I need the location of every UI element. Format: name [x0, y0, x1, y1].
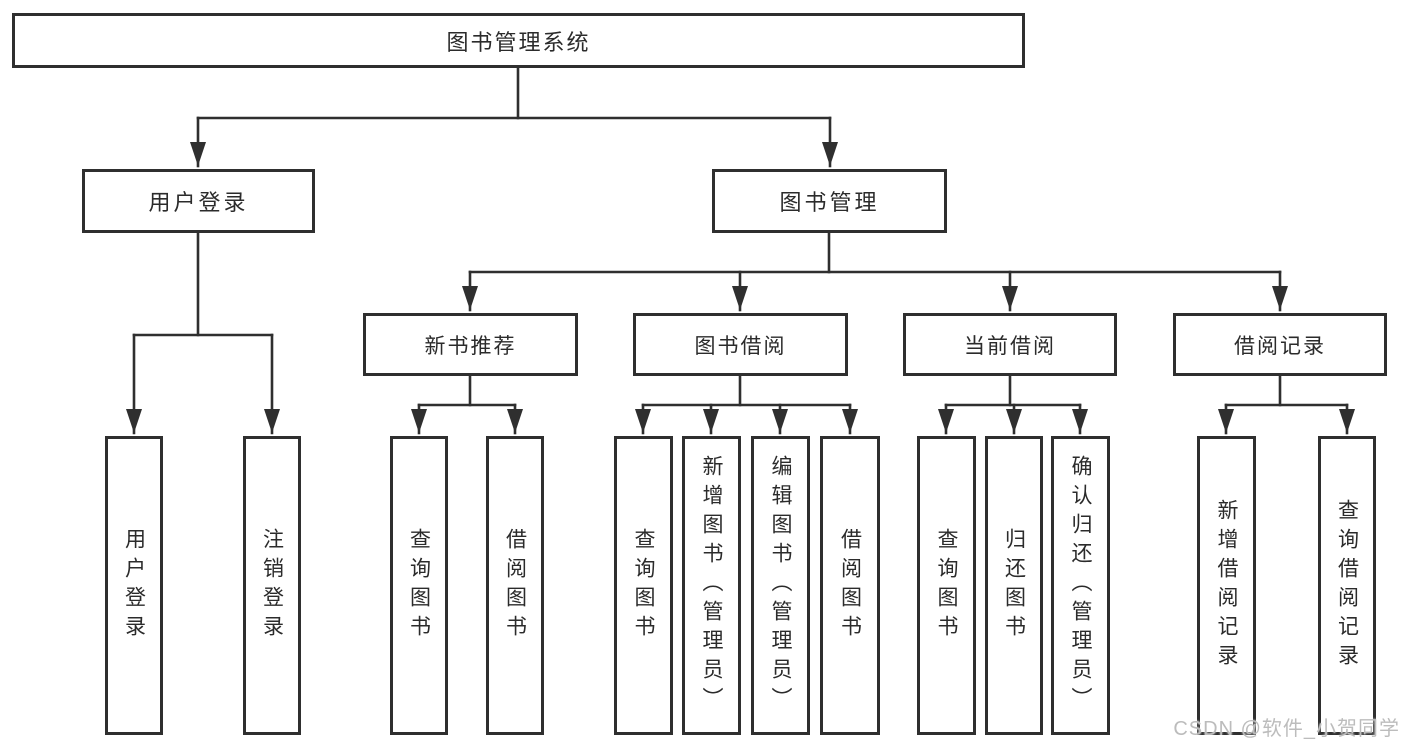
- leaf-borrow-books: 借阅图书: [820, 436, 880, 735]
- leaf-edit-book-admin: 编辑图书（管理员）: [751, 436, 810, 735]
- leaf-add-book-admin: 新增图书（管理员）: [682, 436, 741, 735]
- watermark: CSDN @软件_小贺同学: [1173, 718, 1400, 740]
- leaf-confirm-return-admin: 确认归还（管理员）: [1051, 436, 1110, 735]
- leaf-query-books-recommend: 查询图书: [390, 436, 448, 735]
- node-borrow-records: 借阅记录: [1173, 313, 1387, 376]
- node-root: 图书管理系统: [12, 13, 1025, 68]
- leaf-query-books-current: 查询图书: [917, 436, 976, 735]
- node-current-borrow: 当前借阅: [903, 313, 1117, 376]
- leaf-borrow-books-recommend: 借阅图书: [486, 436, 544, 735]
- node-new-book-recommend: 新书推荐: [363, 313, 578, 376]
- leaf-return-book: 归还图书: [985, 436, 1043, 735]
- leaf-logout: 注销登录: [243, 436, 301, 735]
- node-book-borrow: 图书借阅: [633, 313, 848, 376]
- leaf-add-borrow-record: 新增借阅记录: [1197, 436, 1256, 735]
- node-book-management: 图书管理: [712, 169, 947, 233]
- leaf-user-login: 用户登录: [105, 436, 163, 735]
- leaf-query-borrow-record: 查询借阅记录: [1318, 436, 1376, 735]
- node-user-login: 用户登录: [82, 169, 315, 233]
- leaf-query-books-borrow: 查询图书: [614, 436, 673, 735]
